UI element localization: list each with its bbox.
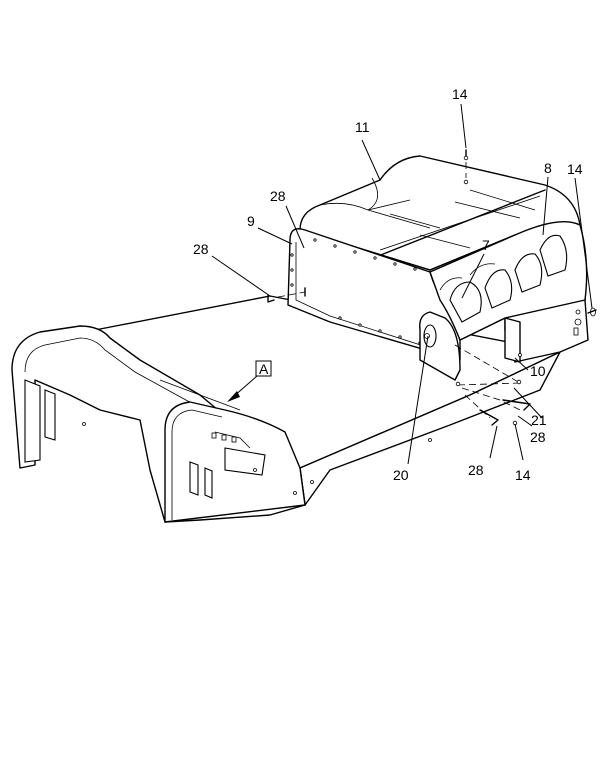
- callout-28: 28: [270, 188, 286, 204]
- view-a-label-box: A: [255, 360, 272, 377]
- callout-9: 9: [247, 213, 255, 229]
- callout-20: 20: [393, 467, 409, 483]
- left-fender-assembly: [11, 325, 306, 523]
- callout-14: 14: [567, 161, 583, 177]
- callout-28: 28: [193, 241, 209, 257]
- hardware-screw-14-right: [587, 307, 597, 317]
- callout-8: 8: [544, 160, 552, 176]
- top-cover-11: [299, 155, 581, 271]
- hardware-fastener-21: [454, 344, 522, 387]
- side-panel-20: [419, 311, 461, 381]
- callout-28: 28: [530, 429, 546, 445]
- callout-14: 14: [452, 86, 468, 102]
- callout-14: 14: [515, 467, 531, 483]
- hardware-screw-14-top: [463, 149, 469, 185]
- callout-10: 10: [530, 363, 546, 379]
- hardware-bracket-28-lower: [461, 387, 531, 426]
- leader-lines: [211, 103, 593, 465]
- view-a-label: A: [259, 361, 269, 377]
- callout-11: 11: [355, 119, 370, 135]
- callout-21: 21: [531, 412, 547, 428]
- view-pointer-arrow: [227, 375, 258, 402]
- wheel-housing-7: [429, 220, 588, 341]
- callout-28: 28: [468, 462, 484, 478]
- callout-7: 7: [482, 237, 490, 253]
- hardware-bracket-28-left: [267, 287, 306, 303]
